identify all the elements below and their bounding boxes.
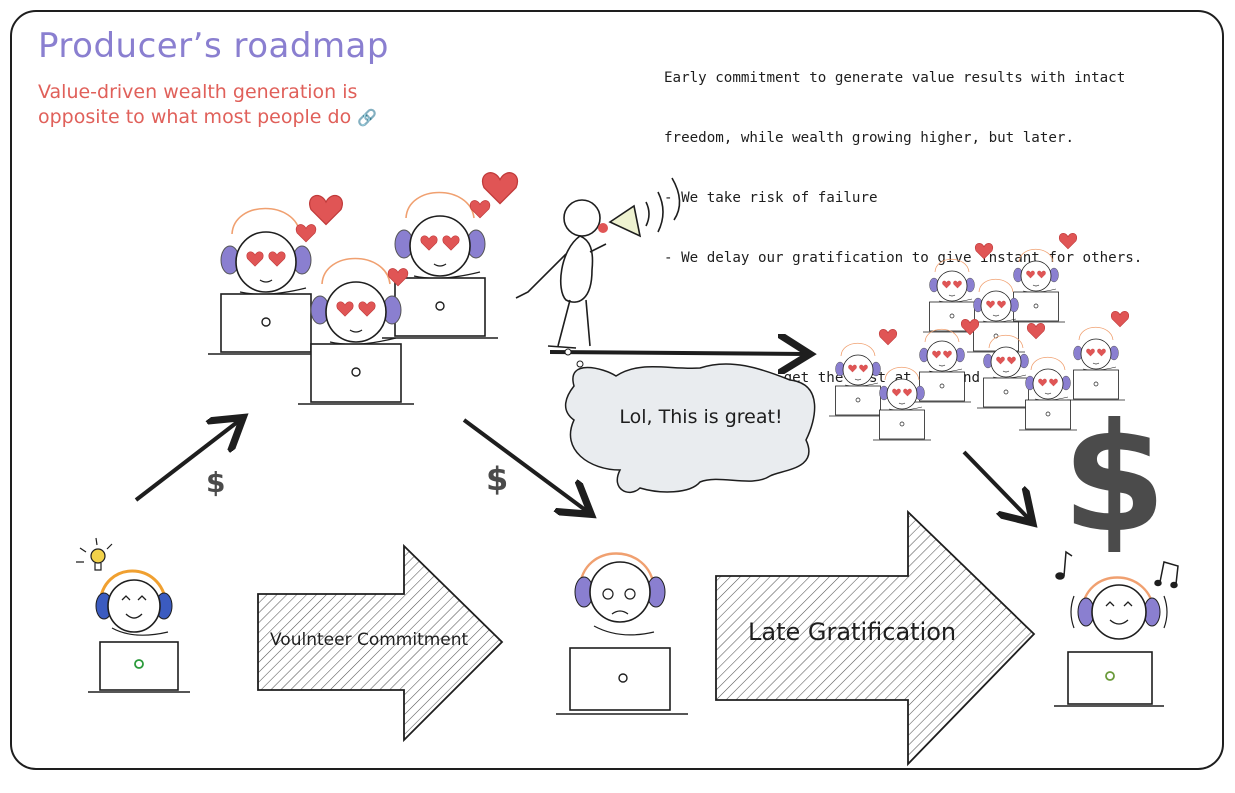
page-title: Producer’s roadmap (38, 26, 389, 66)
note-line: Early commitment to generate value resul… (664, 70, 1126, 86)
speech-bubble-text: Lol, This is great! (619, 406, 783, 428)
subtitle-line-2: opposite to what most people do 🔗 (38, 105, 398, 130)
lightbulb-icon (76, 537, 113, 571)
fans-group-small (208, 172, 519, 404)
subtitle-line-1: Value-driven wealth generation is (38, 81, 358, 103)
note-line: - We delay our gratification to give ins… (664, 250, 1143, 266)
gratification-label: Late Gratification (748, 618, 957, 646)
dollar-sign-big: $ (1062, 392, 1167, 566)
subtitle: Value-driven wealth generation is opposi… (38, 80, 398, 130)
person-rewarded (1054, 576, 1168, 707)
speech-bubble (564, 363, 816, 493)
music-note-icon (1055, 550, 1179, 589)
dollar-sign-small: $ (206, 466, 226, 499)
commitment-label: Voulnteer Commitment (270, 630, 469, 650)
big-arrow-gratification (715, 509, 1036, 767)
link-icon[interactable]: 🔗 (357, 108, 378, 127)
arrow-to-crowd (549, 352, 806, 354)
subtitle-line-2-text: opposite to what most people do (38, 106, 352, 128)
arrow-down-right (962, 450, 1030, 520)
person-start (88, 569, 190, 693)
canvas-frame (10, 10, 1224, 770)
person-stressed (556, 552, 688, 715)
note-line: freedom, while wealth growing higher, bu… (664, 130, 1074, 146)
arrow-down-middle (462, 418, 588, 512)
arrow-up (134, 420, 240, 502)
stick-figure-promoter (515, 177, 681, 349)
note-line: - We take risk of failure (664, 190, 878, 206)
big-arrow-commitment (257, 543, 504, 743)
dollar-sign-small: $ (486, 460, 509, 498)
